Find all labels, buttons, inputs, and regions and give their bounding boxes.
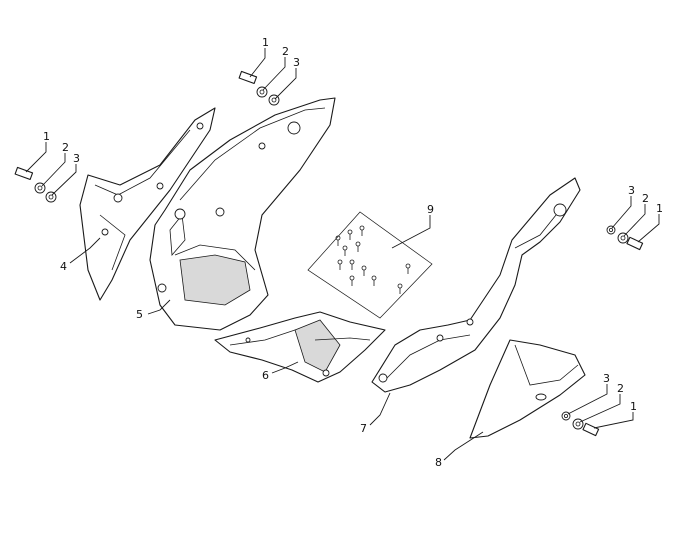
part-9-fastener-bag — [307, 211, 433, 319]
part-5-front-cowl — [149, 97, 336, 331]
callout-3-left: 3 — [73, 152, 80, 165]
callout-3-right: 3 — [628, 184, 635, 197]
callout-3-top: 3 — [293, 56, 300, 69]
callout-2-left: 2 — [62, 141, 69, 154]
fastener-set-top — [238, 70, 280, 106]
callout-2-top: 2 — [282, 45, 289, 58]
leader-lines — [25, 48, 660, 461]
callout-1-bottom-right: 1 — [630, 400, 637, 413]
callout-3-bottom-right: 3 — [603, 372, 610, 385]
callout-7: 7 — [360, 422, 367, 435]
callout-8: 8 — [435, 456, 442, 469]
callout-2-bottom-right: 2 — [617, 382, 624, 395]
part-8-rear-cover — [469, 339, 586, 439]
callout-1-right: 1 — [656, 202, 663, 215]
callout-2-right: 2 — [642, 192, 649, 205]
part-6-lower-cover — [214, 311, 386, 383]
part-7-right-panel — [371, 177, 581, 393]
fastener-set-bottom-right — [561, 411, 600, 437]
fastener-set-right — [606, 225, 644, 251]
callout-1-left: 1 — [43, 130, 50, 143]
callout-9: 9 — [427, 203, 434, 216]
callout-labels: 1 2 3 1 2 3 4 5 6 7 8 9 3 2 1 3 2 1 — [43, 36, 663, 469]
callout-4: 4 — [60, 260, 67, 273]
callout-5: 5 — [136, 308, 143, 321]
callout-6: 6 — [262, 369, 269, 382]
callout-1-top: 1 — [262, 36, 269, 49]
part-4-left-panel — [79, 107, 216, 301]
fastener-set-left — [14, 166, 57, 203]
